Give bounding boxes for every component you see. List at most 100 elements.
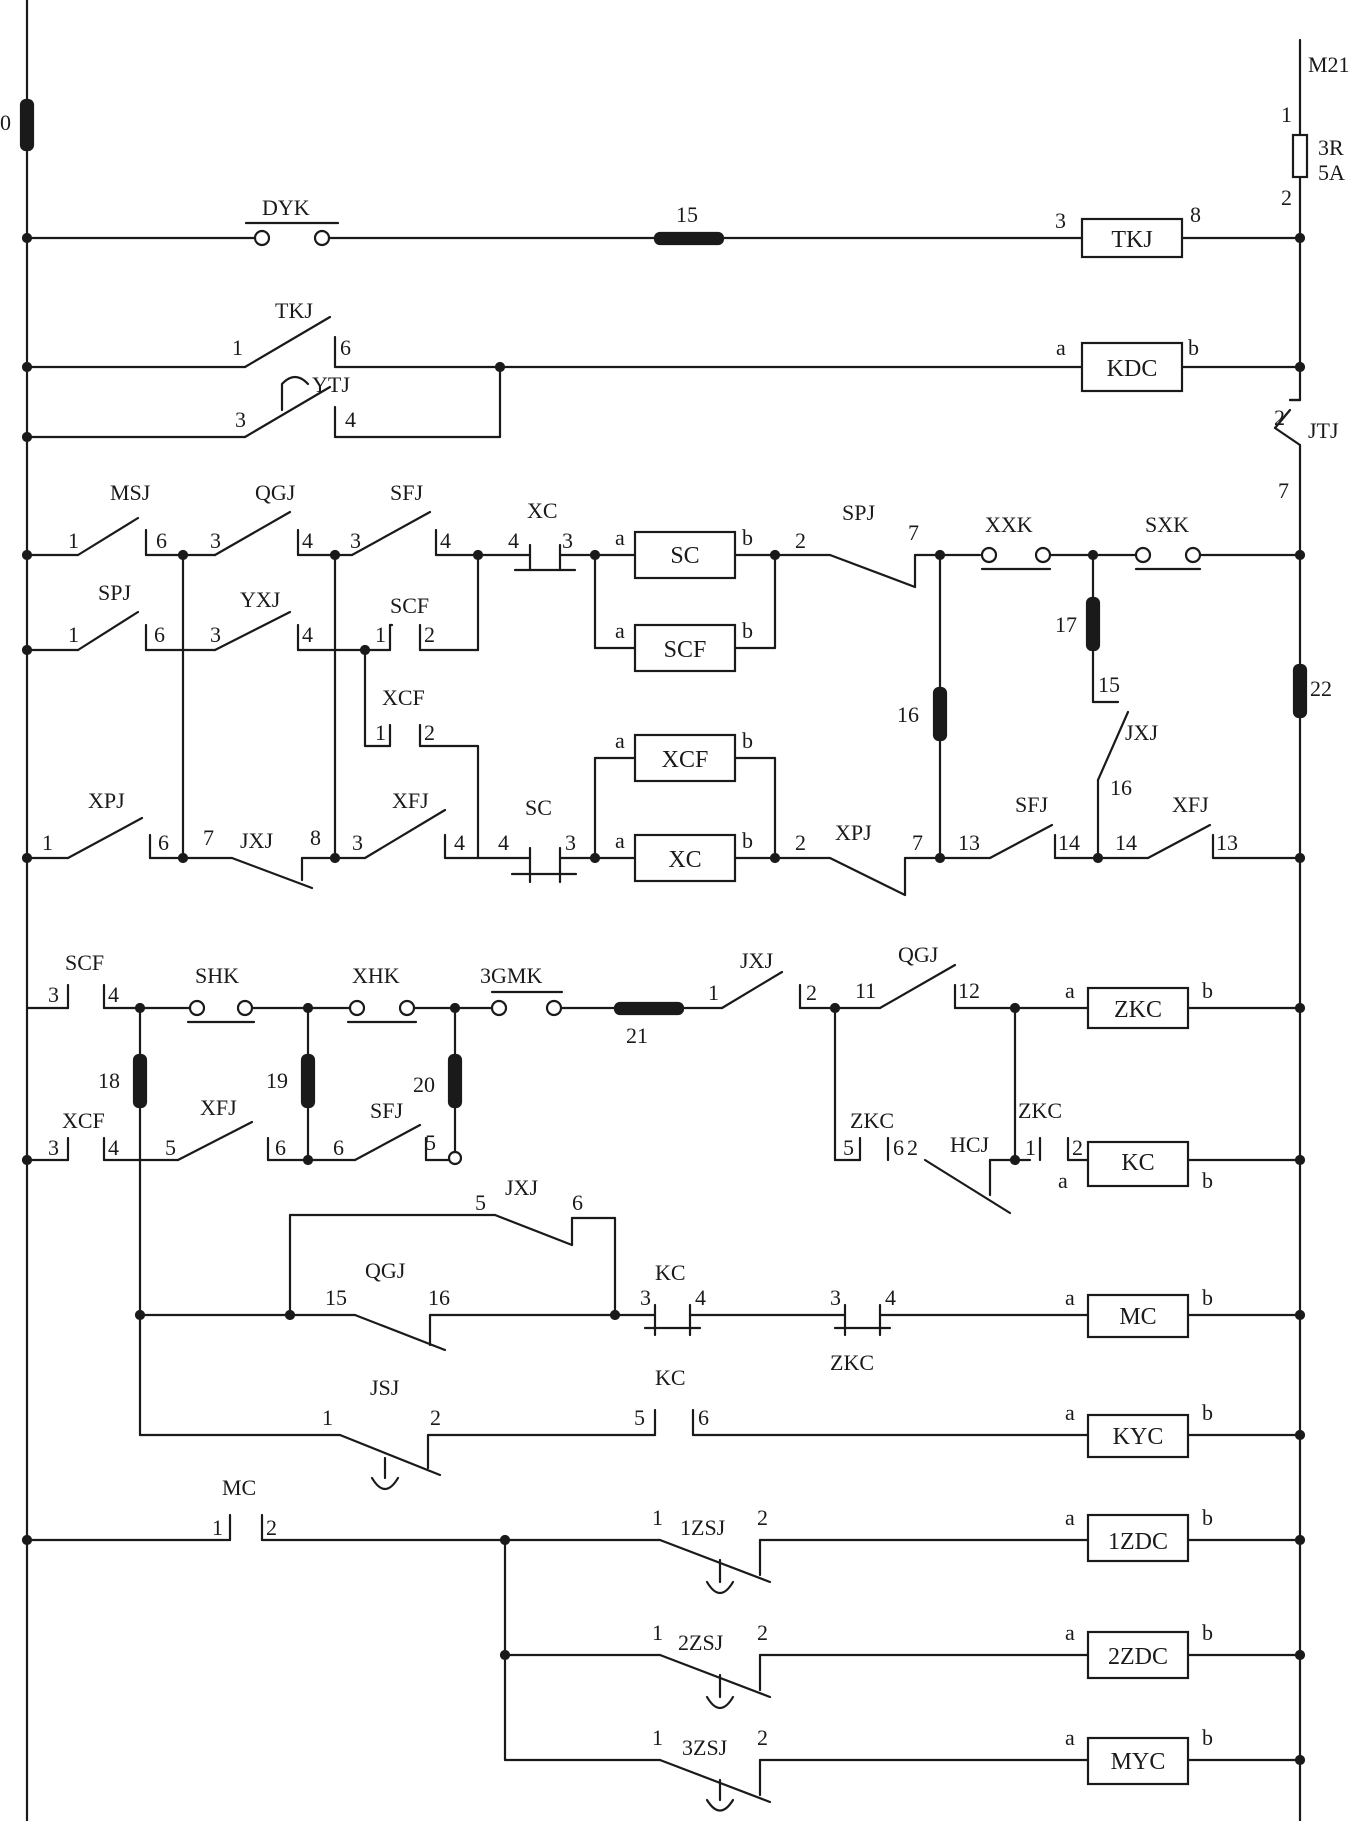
zdc1-coil-a: a: [1065, 1505, 1075, 1530]
coil-zkc: [1086, 986, 1190, 1030]
msj-contact: [76, 516, 140, 557]
coil-kc: [1086, 1140, 1190, 1188]
xhk-left: [348, 999, 366, 1017]
kc-coil-a: a: [1058, 1168, 1068, 1193]
dyk-contact-left: [253, 229, 271, 247]
tkj-pin-1: 1: [232, 335, 243, 360]
xfj-label-3: XFJ: [200, 1095, 237, 1120]
jsj-pin-2: 2: [430, 1405, 441, 1430]
kyc-coil-b: b: [1202, 1400, 1213, 1425]
xfj-pin-14: 14: [1115, 830, 1137, 855]
xfj-pin-5: 5: [165, 1135, 176, 1160]
xfj-contact-14-13: [1146, 823, 1212, 860]
jxj-pin-1: 1: [708, 980, 719, 1005]
qgj-pin-15: 15: [325, 1285, 347, 1310]
scf-pin-4: 4: [108, 982, 119, 1007]
sfj-contact-13-14: [988, 823, 1054, 860]
jxj-contact-1-2: [720, 970, 784, 1010]
shk-label: SHK: [195, 963, 239, 988]
tkj-pin-3: 3: [1055, 208, 1066, 233]
zkc-coil-b: b: [1202, 978, 1213, 1003]
xpj-pin-6: 6: [158, 830, 169, 855]
zkc-coil-a: a: [1065, 978, 1075, 1003]
coil-kyc-label: KYC: [1113, 1424, 1164, 1450]
xpj-contact-2: [828, 856, 907, 897]
yxj-pin-3: 3: [210, 622, 221, 647]
sfj-pin-5: 5: [425, 1130, 436, 1155]
kc-pin-5: 5: [634, 1405, 645, 1430]
resistor-18: [132, 1053, 148, 1109]
kdc-b: b: [1188, 335, 1199, 360]
jxj-contact-5-6: [493, 1213, 574, 1247]
coil-2zdc-label: 2ZDC: [1108, 1644, 1168, 1670]
xfj-pin-4: 4: [454, 830, 465, 855]
zkc-label-2: ZKC: [1018, 1098, 1062, 1123]
jxj-label-4: JXJ: [505, 1175, 538, 1200]
zkc-label: ZKC: [850, 1108, 894, 1133]
xpj-label-2: XPJ: [835, 820, 872, 845]
xc-coil-a: a: [615, 828, 625, 853]
xfj-contact-5-6: [176, 1120, 254, 1162]
jxj-contact-7-8: [230, 856, 314, 890]
jtj-label: JTJ: [1308, 418, 1339, 443]
resistor-15: [653, 231, 725, 246]
jsj-contact: [338, 1433, 442, 1477]
xpj-pin-1: 1: [42, 830, 53, 855]
jtj-pin-2: 2: [1274, 405, 1285, 430]
scf-coil-a: a: [615, 618, 625, 643]
resistor-22-label: 22: [1310, 676, 1332, 701]
msj-label: MSJ: [110, 480, 151, 505]
left-fuse-label: 0: [0, 110, 11, 135]
sxk-left: [1134, 546, 1152, 564]
jxj-pin-7: 7: [203, 825, 214, 850]
scf-label-2: SCF: [65, 950, 104, 975]
resistor-21-label: 21: [626, 1023, 648, 1048]
tkj-contact-label: TKJ: [275, 298, 313, 323]
zdc2-coil-a: a: [1065, 1620, 1075, 1645]
resistor-16: [932, 686, 948, 742]
zdc1-coil-b: b: [1202, 1505, 1213, 1530]
xcf-label-2: XCF: [62, 1108, 105, 1133]
coil-xc: [633, 833, 737, 883]
mc-coil-b: b: [1202, 1285, 1213, 1310]
right-bus-label: M21: [1308, 52, 1350, 77]
sfj-contact: [350, 510, 432, 557]
mc-pin-2: 2: [266, 1515, 277, 1540]
xcf-coil-b: b: [742, 728, 753, 753]
xcf-pin-2: 2: [424, 720, 435, 745]
resistor-22: [1292, 663, 1308, 719]
zkc-pin-5: 5: [843, 1135, 854, 1160]
kc-pin-3: 3: [640, 1285, 651, 1310]
qgj-pin-11: 11: [855, 978, 876, 1003]
ytj-label: YTJ: [312, 372, 350, 397]
xcf-pin-4: 4: [108, 1135, 119, 1160]
resistor-pin-2: 2: [1281, 185, 1292, 210]
qgj-label-2: QGJ: [898, 942, 939, 967]
jxj-pin-16: 16: [1110, 775, 1132, 800]
sxk-right: [1184, 546, 1202, 564]
coil-tkj: [1080, 217, 1184, 259]
xc-coil-b: b: [742, 828, 753, 853]
jxj-pin-8: 8: [310, 825, 321, 850]
jsj-delay-icon: [370, 1456, 400, 1491]
zkc2-pin-2: 2: [1072, 1135, 1083, 1160]
coil-kdc: [1080, 341, 1184, 393]
qgj-label-3: QGJ: [365, 1258, 406, 1283]
scf-pin-1: 1: [375, 622, 386, 647]
gmk-left: [490, 999, 508, 1017]
tkj-pin-6: 6: [340, 335, 351, 360]
zsj2-contact: [658, 1653, 772, 1699]
jxj-pin-5: 5: [475, 1190, 486, 1215]
left-fuse: [19, 98, 35, 152]
qgj-label: QGJ: [255, 480, 296, 505]
spj-label-2: SPJ: [842, 500, 875, 525]
scf-pin-2: 2: [424, 622, 435, 647]
kc-pin-4: 4: [695, 1285, 706, 1310]
zsj2-pin-2: 2: [757, 1620, 768, 1645]
hcj-label: HCJ: [950, 1132, 990, 1157]
coil-sc: [633, 530, 737, 580]
scf-coil-b: b: [742, 618, 753, 643]
spj-contact: [76, 610, 140, 652]
resistor-19: [300, 1053, 316, 1109]
